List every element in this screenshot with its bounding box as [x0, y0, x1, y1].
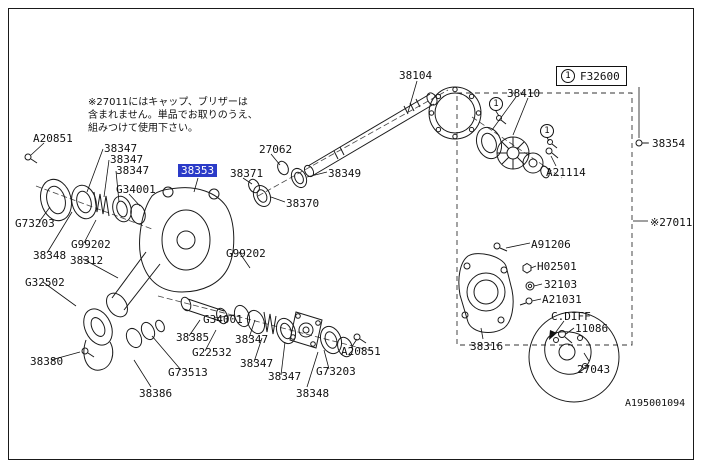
part-label-a91206[interactable]: A91206	[531, 238, 571, 251]
diagram-border-frame	[8, 8, 694, 460]
part-label-38353[interactable]: 38353	[178, 164, 218, 177]
part-label-g99202-left[interactable]: G99202	[71, 238, 111, 251]
part-label-a20851-left[interactable]: A20851	[33, 132, 73, 145]
part-label-g34001-top[interactable]: G34001	[116, 183, 156, 196]
part-label-32103[interactable]: 32103	[544, 278, 578, 291]
part-label-a21031[interactable]: A21031	[542, 293, 582, 306]
part-label-38348-left[interactable]: 38348	[33, 249, 67, 262]
diagram-code: A195001094	[625, 398, 686, 409]
part-label-38347-5[interactable]: 38347	[240, 357, 274, 370]
part-label-g73203-left[interactable]: G73203	[15, 217, 55, 230]
part-label-38348-center[interactable]: 38348	[296, 387, 330, 400]
part-label-11086[interactable]: 11086	[575, 322, 609, 335]
pinion-parts-cluster	[180, 296, 353, 358]
ref-callout-marker: 1	[561, 69, 575, 83]
part-label-38104[interactable]: 38104	[399, 69, 433, 82]
part-label-a21114[interactable]: A21114	[546, 166, 586, 179]
note-line-3: 組みつけて使用下さい。	[88, 123, 198, 134]
part-label-g22532[interactable]: G22532	[192, 346, 232, 359]
part-label-g73513[interactable]: G73513	[168, 366, 208, 379]
part-label-38354[interactable]: 38354	[652, 137, 686, 150]
note-27011: ※27011にはキャップ、ブリザーは 含まれません。単品でお取りのうえ、 組みつ…	[88, 96, 258, 135]
part-label-38347-1[interactable]: 38347	[104, 142, 138, 155]
hardware-glyphs	[24, 115, 648, 358]
callout-marker-1a[interactable]: 1	[489, 97, 503, 111]
cdiff-arrowhead	[549, 330, 557, 340]
part-label-a20851-center[interactable]: A20851	[341, 345, 381, 358]
part-label-27043[interactable]: 27043	[577, 363, 611, 376]
ring-gear	[428, 86, 482, 140]
callout-marker-1b[interactable]: 1	[540, 124, 554, 138]
diff-housing	[106, 186, 235, 318]
part-label-38316[interactable]: 38316	[470, 340, 504, 353]
part-label-38370[interactable]: 38370	[286, 197, 320, 210]
part-label-g32502[interactable]: G32502	[25, 276, 65, 289]
bearing-cluster-left	[40, 178, 146, 225]
part-label-38380[interactable]: 38380	[30, 355, 64, 368]
carrier-cover	[458, 253, 514, 334]
diff-case-assembly	[475, 126, 550, 179]
part-label-38347-4[interactable]: 38347	[235, 333, 269, 346]
part-label-g99202-center[interactable]: G99202	[226, 247, 266, 260]
part-label-38347-6[interactable]: 38347	[268, 370, 302, 383]
part-label-h02501[interactable]: H02501	[537, 260, 577, 273]
ref-callout-label: F32600	[580, 69, 620, 83]
part-label-38410[interactable]: 38410	[507, 87, 541, 100]
part-label-g34001-center[interactable]: G34001	[203, 313, 243, 326]
part-label-38347-3[interactable]: 38347	[116, 164, 150, 177]
ref-callout-f32600[interactable]: 1 F32600	[556, 66, 627, 86]
part-label-27062[interactable]: 27062	[259, 143, 293, 156]
part-label-g73203-center[interactable]: G73203	[316, 365, 356, 378]
note-line-2: 含まれません。単品でお取りのうえ、	[88, 110, 258, 121]
pinion-bearing-parts	[248, 160, 308, 208]
part-label-38385[interactable]: 38385	[176, 331, 210, 344]
note-line-1: ※27011にはキャップ、ブリザーは	[88, 97, 248, 108]
part-label-38371[interactable]: 38371	[230, 167, 264, 180]
drive-shaft	[303, 92, 438, 178]
part-label-38349[interactable]: 38349	[328, 167, 362, 180]
part-label-38347-2[interactable]: 38347	[110, 153, 144, 166]
part-label-38386[interactable]: 38386	[139, 387, 173, 400]
part-label-27011-region[interactable]: ※27011	[650, 216, 693, 229]
part-label-38312[interactable]: 38312	[70, 254, 104, 267]
center-diff-detail-circle	[528, 311, 620, 403]
part-label-cdiff[interactable]: C.DIFF	[551, 310, 591, 323]
